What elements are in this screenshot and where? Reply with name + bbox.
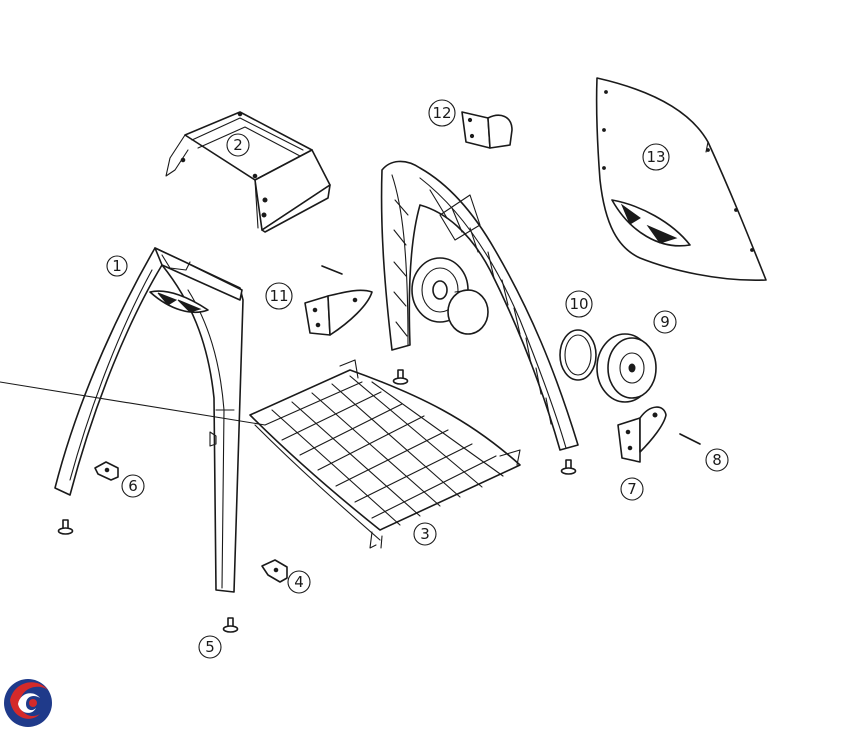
- part-12-u-bracket: [461, 111, 513, 149]
- svg-text:10: 10: [569, 295, 588, 313]
- rear-lattice-frame: [380, 160, 579, 451]
- part-1-front-leg-frame: [54, 247, 244, 593]
- foot-bolt-center: [392, 369, 409, 385]
- svg-text:11: 11: [269, 287, 288, 305]
- foot-bolt-left: [57, 519, 74, 535]
- svg-text:8: 8: [712, 451, 722, 469]
- part-9-wheel: [596, 333, 657, 403]
- part-2-top-tray: [165, 111, 331, 233]
- callout-12: 12: [428, 99, 456, 127]
- part-7-wheel-bracket: [617, 406, 667, 463]
- svg-text:12: 12: [432, 104, 451, 122]
- svg-text:3: 3: [420, 525, 430, 543]
- callout-8: 8: [705, 448, 729, 472]
- part-8-axle-pin: [679, 433, 701, 445]
- svg-text:2: 2: [233, 136, 243, 154]
- foot-bolt-right: [560, 459, 577, 475]
- callout-3: 3: [413, 522, 437, 546]
- svg-text:9: 9: [660, 313, 670, 331]
- callout-10: 10: [565, 290, 593, 318]
- callout-13: 13: [642, 143, 670, 171]
- part-11-pulley-bracket: [304, 265, 373, 336]
- part-3-wire-grid: [0, 359, 521, 549]
- callout-2: 2: [226, 133, 250, 157]
- svg-text:1: 1: [112, 257, 122, 275]
- svg-text:6: 6: [128, 477, 138, 495]
- svg-text:13: 13: [646, 148, 665, 166]
- part-13-curved-panel: [595, 77, 767, 282]
- part-6-small-bracket: [94, 461, 119, 481]
- svg-text:4: 4: [294, 573, 304, 591]
- callout-4: 4: [287, 570, 311, 594]
- callout-9: 9: [653, 310, 677, 334]
- callout-6: 6: [121, 474, 145, 498]
- part-5-foot-bolt: [222, 617, 239, 633]
- part-4-small-bracket: [261, 559, 288, 583]
- svg-text:5: 5: [205, 638, 215, 656]
- svg-text:7: 7: [627, 480, 637, 498]
- callout-5: 5: [198, 635, 222, 659]
- callout-7: 7: [620, 477, 644, 501]
- part-10-ring: [559, 329, 597, 381]
- callout-1: 1: [106, 255, 128, 277]
- swirl-logo-icon: [4, 679, 52, 727]
- callout-11: 11: [265, 282, 293, 310]
